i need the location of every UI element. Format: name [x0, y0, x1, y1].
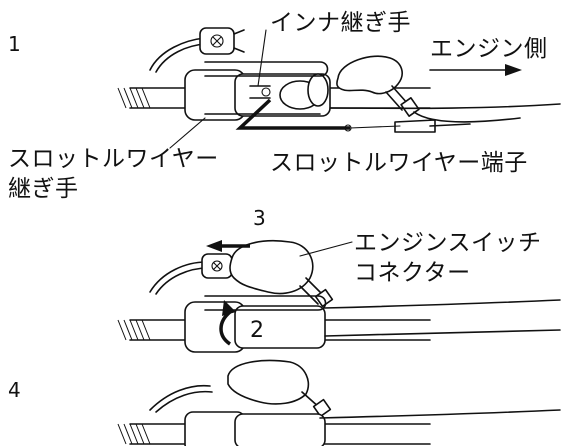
- step1-assembly: [117, 27, 561, 149]
- label-throttle-joint-line2: 継ぎ手: [8, 176, 79, 202]
- engine-switch-connector-icon: [229, 239, 334, 308]
- step-number-3: 3: [253, 206, 266, 230]
- connector-plug-icon: [199, 27, 245, 55]
- label-inner-joint: インナ継ぎ手: [270, 10, 411, 36]
- engine-connector-icon: [336, 55, 521, 123]
- connector-plug-icon: [201, 253, 233, 279]
- label-engine-switch-line1: エンジンスイッチ: [354, 230, 542, 256]
- connector-plug-icon: [227, 359, 332, 418]
- label-throttle-joint-line1: スロットルワイヤー: [8, 146, 219, 172]
- step-number-2: 2: [250, 318, 264, 343]
- label-engine-side: エンジン側: [430, 36, 548, 62]
- step4-assembly: [117, 359, 561, 446]
- step-number-1: 1: [8, 32, 21, 56]
- label-throttle-terminal: スロットルワイヤー端子: [270, 150, 528, 176]
- step-number-4: 4: [8, 378, 21, 402]
- label-engine-switch-line2: コネクター: [354, 260, 471, 286]
- step2-3-assembly: [117, 239, 561, 353]
